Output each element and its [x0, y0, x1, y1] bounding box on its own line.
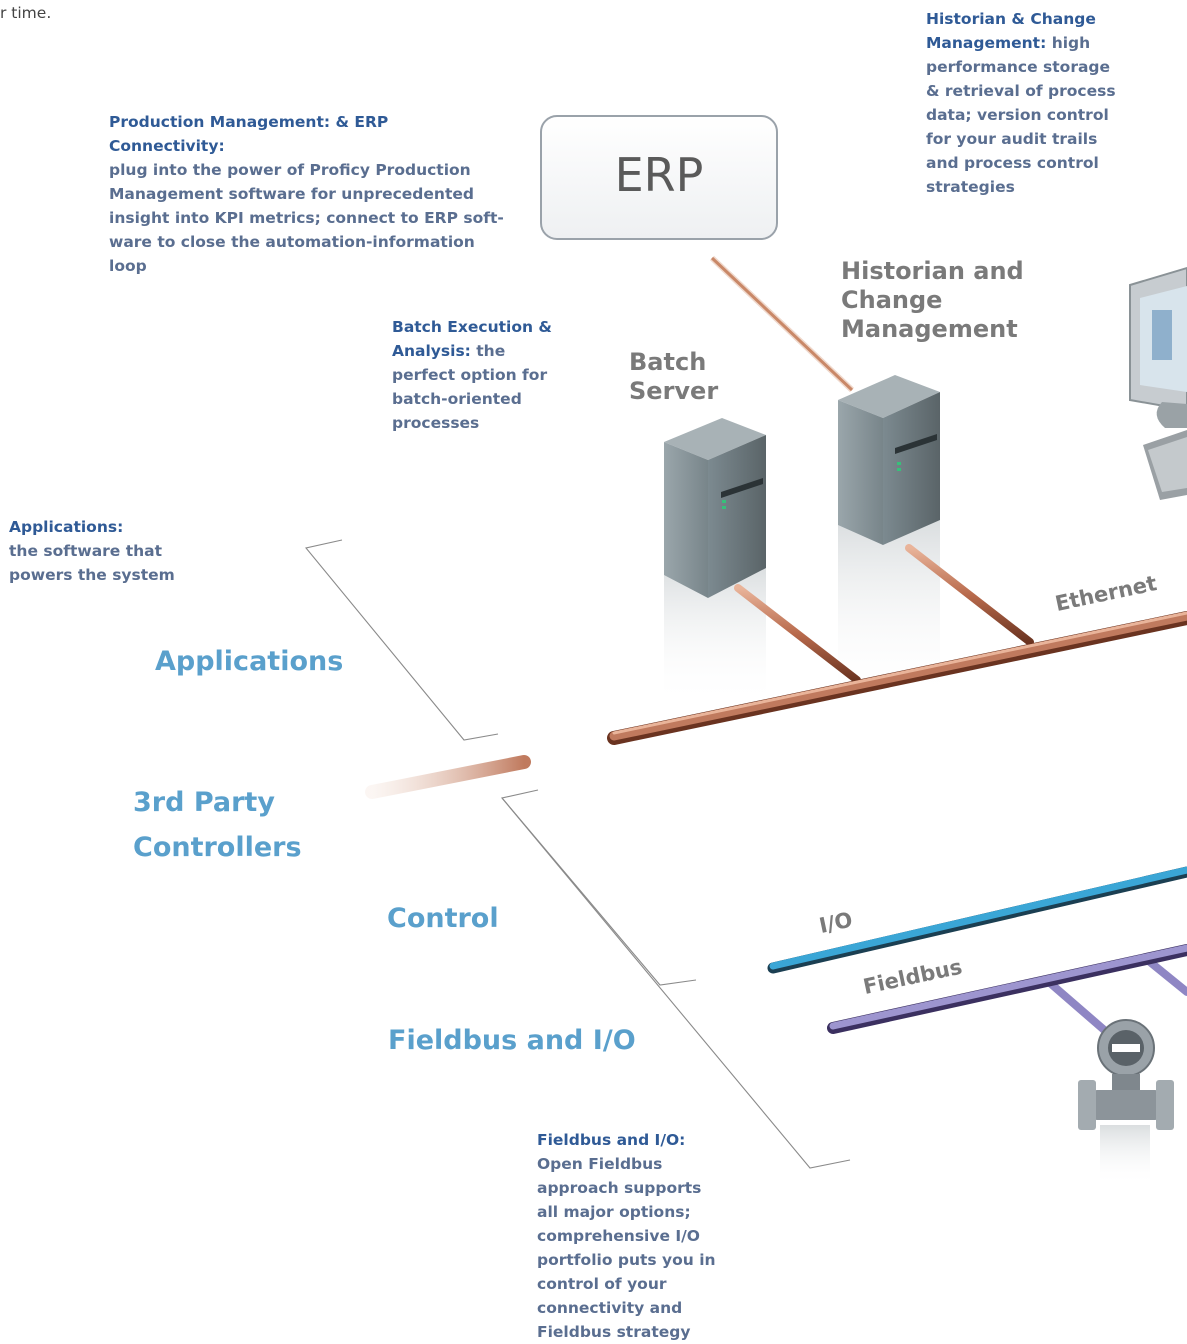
historian-server-icon	[838, 375, 940, 700]
production-callout: Production Management: & ERP Connectivit…	[109, 110, 509, 278]
workstation-icon	[1129, 266, 1187, 500]
batch-callout-heading: Batch Execution & Analysis:	[392, 318, 552, 360]
production-callout-heading: Production Management: & ERP Connectivit…	[109, 113, 389, 155]
fieldbus-callout: Fieldbus and I/O: Open Fieldbus approach…	[537, 1128, 717, 1344]
batch-server-label: Batch Server	[629, 348, 719, 405]
batch-callout: Batch Execution & Analysis: the perfect …	[392, 315, 572, 435]
historian-label: Historian and Change Management	[841, 257, 1024, 343]
production-callout-text: plug into the power of Proficy Productio…	[109, 161, 504, 275]
batch-callout-text: the perfect option for batch-oriented pr…	[392, 342, 548, 432]
fieldbus-callout-text: Open Fieldbus approach supports all majo…	[537, 1155, 716, 1341]
erp-label: ERP	[614, 148, 704, 202]
historian-callout-text: high performance storage & retrieval of …	[926, 34, 1116, 196]
bracket-lines	[305, 539, 851, 1169]
third-party-cable	[365, 755, 531, 799]
erp-box	[540, 115, 778, 240]
top-text-fragment: r time.	[0, 4, 52, 22]
field-instrument-icon	[1078, 1019, 1174, 1185]
applications-callout: Applications: the software that powers t…	[9, 515, 179, 587]
server-drop-cables	[734, 544, 1034, 684]
historian-callout-heading: Historian & Change Management:	[926, 10, 1096, 52]
historian-callout: Historian & Change Management: high perf…	[926, 7, 1116, 199]
erp-cable	[709, 255, 855, 393]
applications-callout-text: the software that powers the system	[9, 542, 175, 584]
ethernet-bus	[607, 611, 1187, 745]
zone-applications: Applications	[155, 646, 344, 677]
zone-fieldbus-io: Fieldbus and I/O	[388, 1025, 636, 1056]
batch-server-icon	[664, 418, 766, 705]
io-bus	[767, 866, 1187, 974]
fieldbus-bus	[827, 944, 1187, 1039]
zone-control: Control	[387, 903, 499, 934]
zone-third-party: 3rd Party Controllers	[133, 787, 302, 863]
applications-callout-heading: Applications:	[9, 518, 124, 536]
fieldbus-callout-heading: Fieldbus and I/O:	[537, 1131, 686, 1149]
